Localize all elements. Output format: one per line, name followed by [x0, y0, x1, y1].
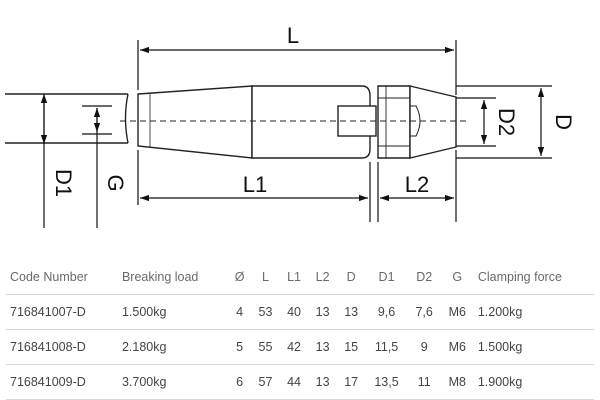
- dim-label-l1: L1: [243, 172, 267, 197]
- dim-label-g: G: [103, 174, 128, 191]
- table-cell: 4: [228, 294, 252, 330]
- dim-label-d: D: [551, 114, 576, 130]
- terminal-outline: [5, 85, 470, 159]
- table-cell: 42: [279, 329, 309, 365]
- column-header: D1: [365, 260, 408, 295]
- table-cell: 6: [228, 364, 252, 400]
- table-cell: 716841007-D: [6, 294, 118, 330]
- table-cell: 13: [308, 364, 337, 400]
- technical-drawing: L L1 L2 D D2 D1 G: [5, 23, 576, 228]
- table-cell: 13: [336, 294, 366, 330]
- table-cell: M8: [440, 364, 474, 400]
- table-cell: 716841008-D: [6, 329, 118, 365]
- table-cell: M6: [440, 329, 474, 365]
- column-header: L2: [308, 260, 337, 295]
- table-cell: 44: [279, 364, 309, 400]
- column-header: G: [440, 260, 474, 295]
- table-cell: 17: [336, 364, 366, 400]
- column-header: Ø: [228, 260, 252, 295]
- table-cell: M6: [440, 294, 474, 330]
- table-cell: 5: [228, 329, 252, 365]
- table-cell: 1.200kg: [473, 294, 594, 330]
- column-header: Code Number: [6, 260, 118, 295]
- dim-label-l: L: [287, 23, 299, 48]
- table-cell: 11: [407, 364, 441, 400]
- table-cell: 1.500kg: [117, 294, 229, 330]
- table-cell: 1.500kg: [473, 329, 594, 365]
- table-cell: 716841009-D: [6, 364, 118, 400]
- table-cell: 13,5: [365, 364, 408, 400]
- column-header: D: [336, 260, 366, 295]
- table-cell: 15: [336, 329, 366, 365]
- table-cell: 9: [407, 329, 441, 365]
- column-header: L1: [279, 260, 309, 295]
- table-cell: 7,6: [407, 294, 441, 330]
- table-cell: 2.180kg: [117, 329, 229, 365]
- dim-label-d2: D2: [494, 108, 519, 136]
- column-header: D2: [407, 260, 441, 295]
- table-cell: 40: [279, 294, 309, 330]
- dimension-lines: [40, 40, 552, 228]
- table-cell: 3.700kg: [117, 364, 229, 400]
- table-cell: 9,6: [365, 294, 408, 330]
- dim-label-l2: L2: [405, 172, 429, 197]
- column-header: Breaking load: [117, 260, 229, 295]
- column-header: Clamping force: [473, 260, 594, 295]
- column-header: L: [251, 260, 280, 295]
- table-cell: 1.900kg: [473, 364, 594, 400]
- table-cell: 55: [251, 329, 280, 365]
- table-cell: 13: [308, 294, 337, 330]
- table-cell: 53: [251, 294, 280, 330]
- table-cell: 57: [251, 364, 280, 400]
- table-cell: 11,5: [365, 329, 408, 365]
- dim-label-d1: D1: [51, 169, 76, 197]
- table-cell: 13: [308, 329, 337, 365]
